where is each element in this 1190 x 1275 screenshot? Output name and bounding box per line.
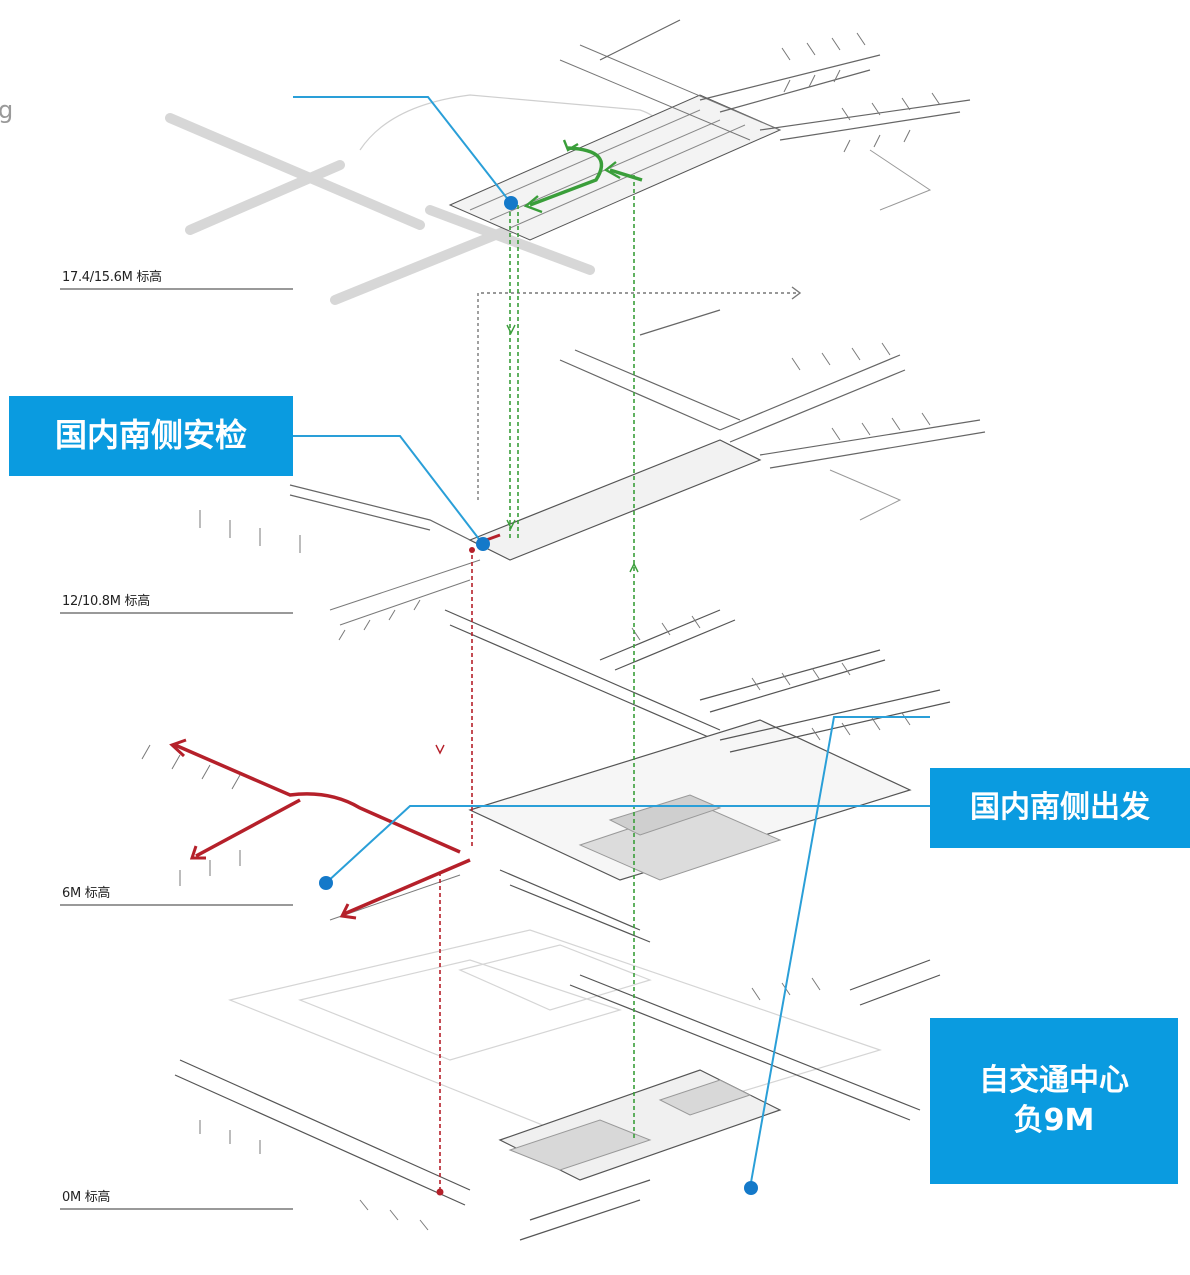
red-route-end-dot	[436, 1188, 444, 1196]
location-dot-icon	[744, 1181, 758, 1195]
level-label-6m: 6M 标高	[62, 886, 111, 901]
level-plan-0m	[174, 929, 941, 1241]
callout-domestic-south-departure: 国内南侧出发	[930, 768, 1190, 848]
corner-text-fragment: g	[0, 96, 14, 124]
green-route	[509, 146, 643, 1140]
red-route	[174, 533, 501, 1192]
level-plan-17m	[165, 19, 971, 305]
level-label-0m: 0M 标高	[62, 1190, 111, 1205]
location-dot-icon	[319, 876, 333, 890]
level-label-12m: 12/10.8M 标高	[62, 594, 150, 609]
red-arrow-head-icon	[169, 738, 445, 920]
callout-departure-text: 国内南侧出发	[970, 789, 1150, 825]
green-arrow-head-icon	[506, 139, 639, 573]
red-route-start-dot	[469, 547, 475, 553]
level-label-17m: 17.4/15.6M 标高	[62, 270, 162, 285]
grey-transfer-route	[477, 292, 798, 500]
callout-security-text: 国内南侧安检	[54, 416, 247, 455]
level-reference-lines	[60, 288, 293, 1210]
callout-leader-lines	[293, 96, 930, 1189]
location-dot-icon	[476, 537, 490, 551]
callout-transport-line1: 自交通中心	[979, 1062, 1129, 1098]
grey-arrow-head-icon	[791, 286, 802, 300]
location-markers	[319, 196, 758, 1195]
callout-from-transport-center: 自交通中心 负9M	[930, 1018, 1178, 1184]
location-dot-icon	[504, 196, 518, 210]
level-plan-12m	[199, 309, 986, 641]
level-plan-6m	[141, 609, 951, 943]
callout-transport-line2: 负9M	[1013, 1103, 1095, 1138]
callout-domestic-south-security: 国内南侧安检	[9, 396, 293, 476]
